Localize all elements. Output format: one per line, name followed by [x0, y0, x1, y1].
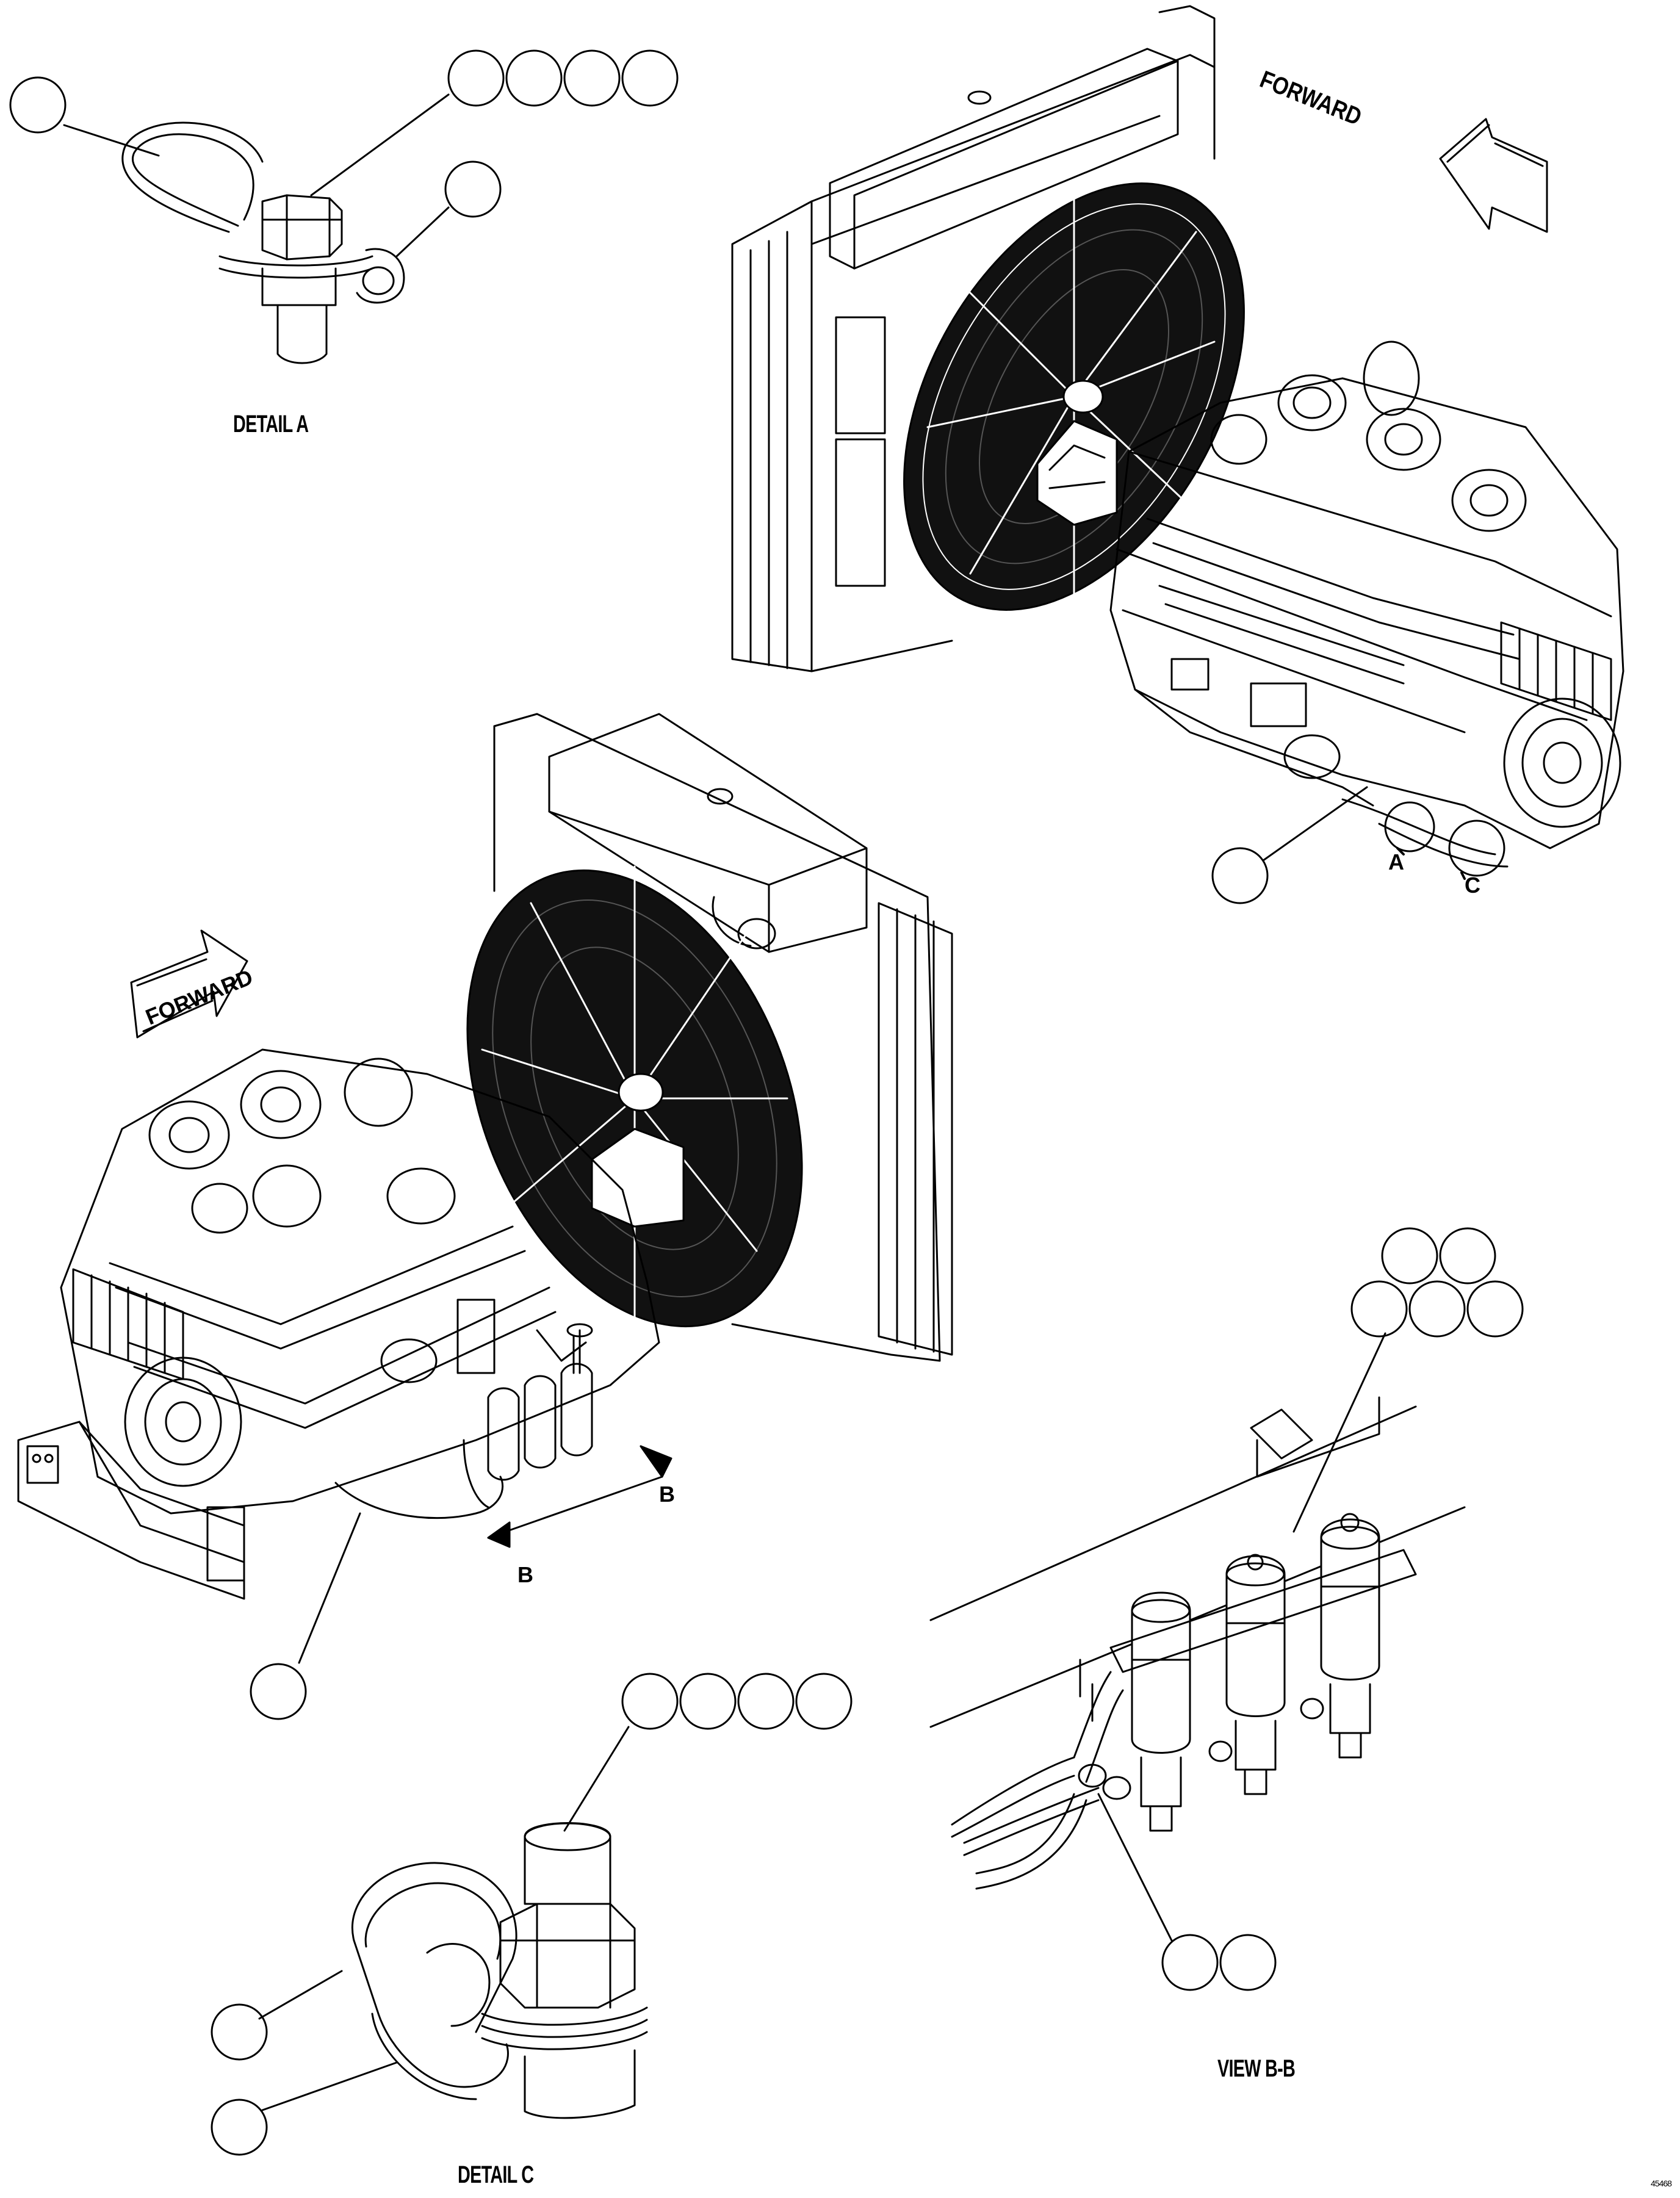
forward-arrow-top — [1439, 118, 1548, 233]
section-letter-b-upper: B — [659, 1482, 675, 1507]
radiator-mid — [493, 713, 953, 1362]
callout-balloon — [1350, 1280, 1408, 1338]
detail-a-caption: DETAIL A — [233, 411, 309, 438]
callout-balloon — [621, 1673, 679, 1730]
detail-a-illustration — [121, 121, 405, 364]
forward-arrow-mid — [130, 929, 248, 1039]
callout-balloon — [563, 49, 621, 107]
callout-balloon — [1408, 1280, 1466, 1338]
view-circles-top — [1384, 801, 1505, 880]
callout-balloon — [737, 1673, 795, 1730]
detail-c-illustration — [352, 1822, 648, 2119]
view-bb-illustration — [929, 1396, 1466, 1890]
view-letter-a: A — [1388, 849, 1404, 874]
callout-balloon — [1439, 1227, 1496, 1285]
callout-balloon — [447, 49, 505, 107]
callout-balloon — [1161, 1934, 1219, 1991]
callout-balloon — [211, 2003, 268, 2061]
detail-c-callouts — [211, 1673, 853, 2156]
detail-a-leaders — [63, 93, 450, 258]
callout-balloon — [1466, 1280, 1524, 1338]
view-letter-c: C — [1465, 873, 1480, 898]
forward-label-top: FORWARD — [1256, 65, 1366, 131]
sheet-id: 45468 — [1651, 2178, 1672, 2188]
view-bb-callouts — [1161, 1227, 1524, 1991]
fan-mid — [466, 865, 803, 1331]
callout-balloon — [211, 2099, 268, 2156]
engine-top — [1109, 341, 1624, 868]
radiator-top — [731, 5, 1216, 672]
callout-balloon — [795, 1673, 853, 1730]
callout-balloon — [444, 160, 502, 218]
detail-c-caption: DETAIL C — [458, 2161, 534, 2188]
callout-balloon — [250, 1663, 307, 1720]
section-arrows-bb — [487, 1445, 672, 1548]
callout-balloon — [1219, 1934, 1277, 1991]
fan-top — [903, 182, 1245, 618]
callout-balloon — [505, 49, 563, 107]
callout-balloon — [9, 76, 67, 134]
section-letter-b-lower: B — [517, 1562, 533, 1587]
engine-mid — [17, 1048, 660, 1600]
callout-balloon — [621, 49, 679, 107]
detail-a-callouts — [9, 49, 679, 218]
callout-balloon — [679, 1673, 737, 1730]
view-bb-caption: VIEW B-B — [1217, 2055, 1296, 2082]
callout-balloon — [1381, 1227, 1438, 1285]
callout-balloon — [1211, 847, 1269, 904]
